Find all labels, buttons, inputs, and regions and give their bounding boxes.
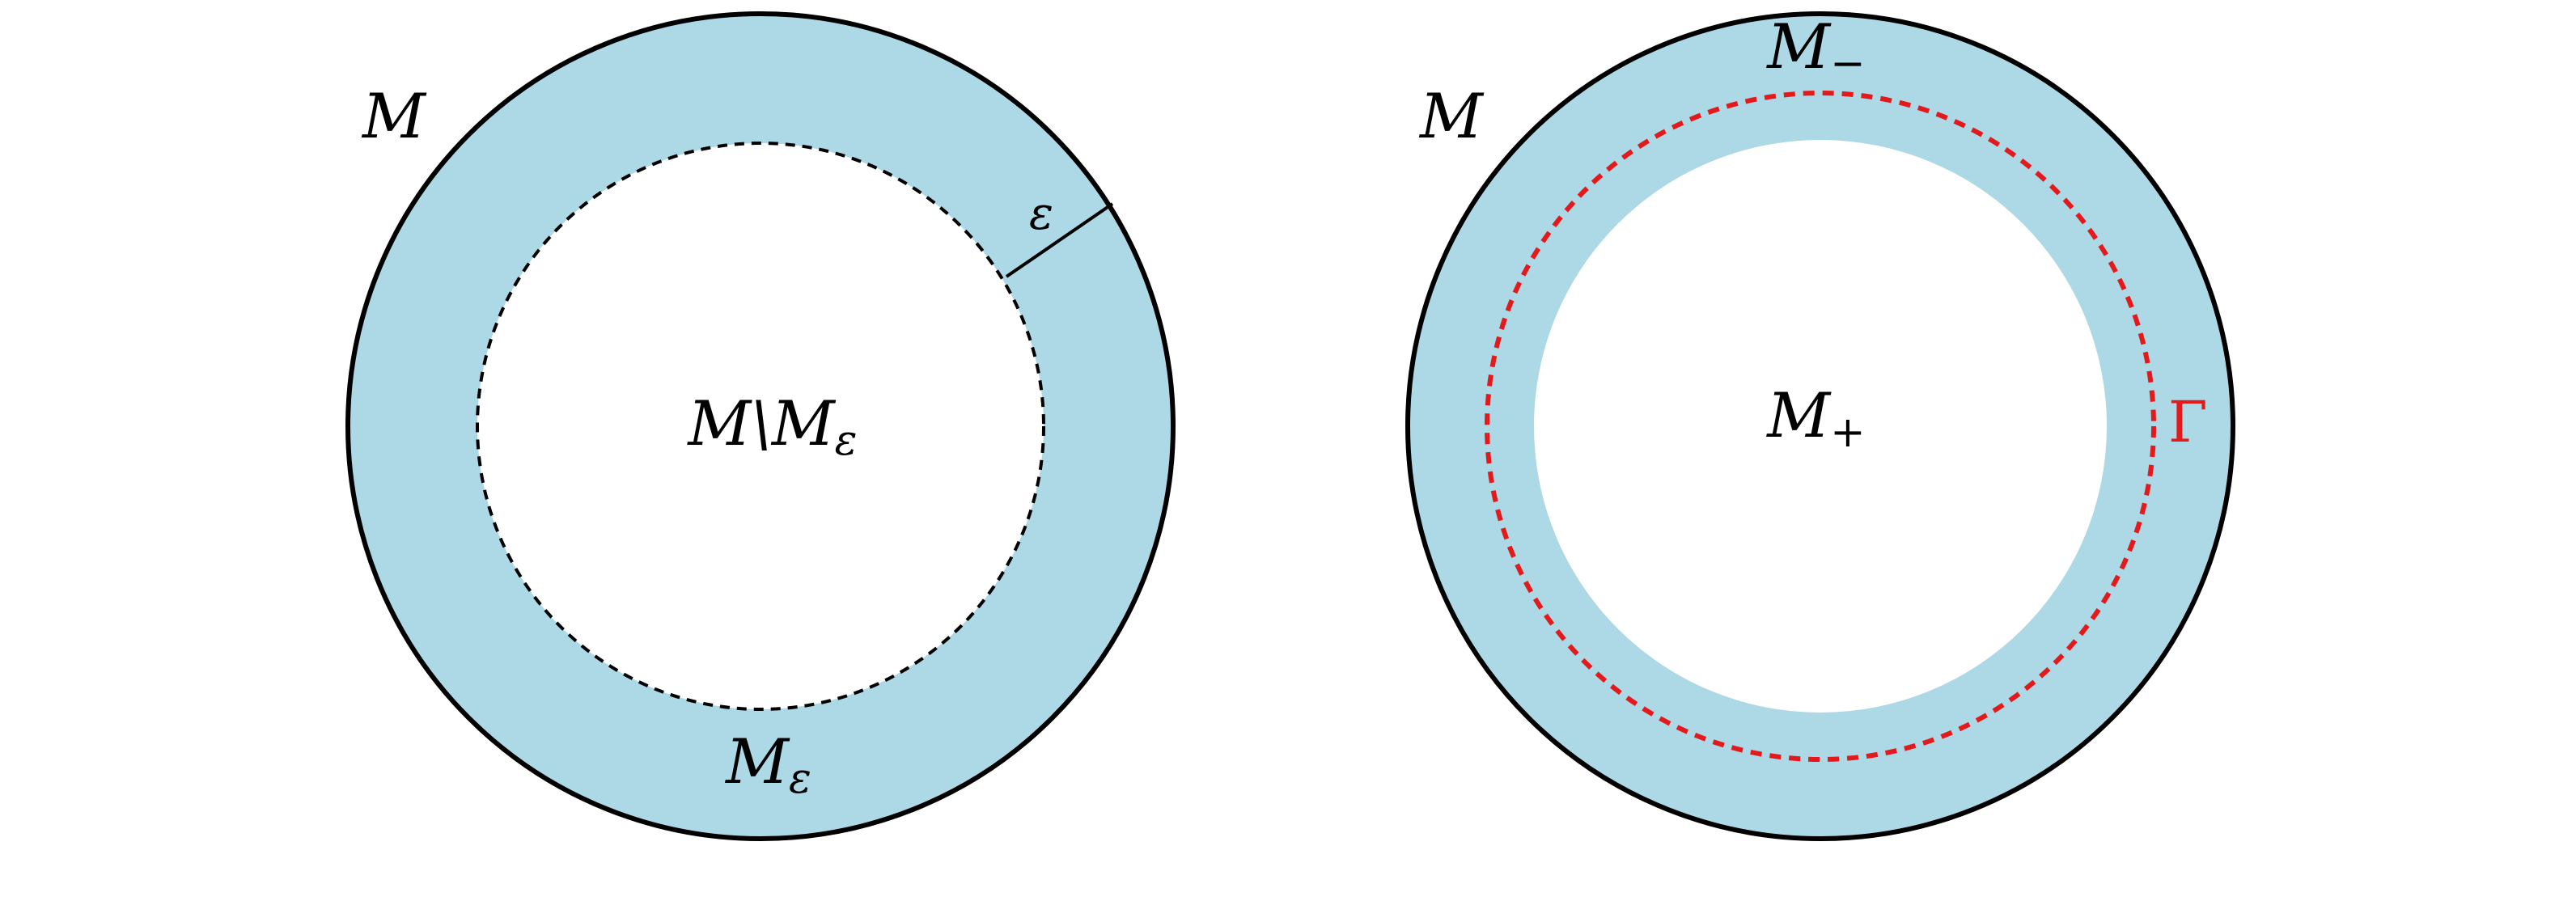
- left-band-main: M: [724, 725, 790, 797]
- right-label-inner: M+: [1765, 379, 1865, 457]
- left-label-M: M: [361, 80, 427, 152]
- right-outer-main: M: [1765, 11, 1832, 82]
- right-outer-sub: −: [1830, 40, 1866, 88]
- left-label-interior: M\Mε: [686, 387, 857, 465]
- right-interface-gamma-curve: [1485, 91, 2156, 762]
- right-label-outer: M−: [1765, 11, 1865, 88]
- right-inner-main: M: [1765, 379, 1832, 451]
- left-interior-sub: ε: [835, 417, 858, 465]
- right-inner-region: [1534, 140, 2107, 713]
- left-interior-main: M\M: [686, 387, 836, 459]
- left-panel: M ε M\Mε Mε: [345, 11, 1176, 841]
- left-label-band: Mε: [724, 725, 811, 803]
- right-label-gamma: Γ: [2168, 389, 2208, 455]
- left-label-epsilon: ε: [1029, 188, 1053, 240]
- right-panel: M M− M+ Γ: [1405, 11, 2235, 841]
- right-inner-sub: +: [1830, 408, 1866, 457]
- left-epsilon-width-line: [1005, 202, 1114, 278]
- left-band-sub: ε: [789, 755, 811, 803]
- left-inner-region: [476, 142, 1045, 711]
- right-label-M: M: [1418, 80, 1485, 152]
